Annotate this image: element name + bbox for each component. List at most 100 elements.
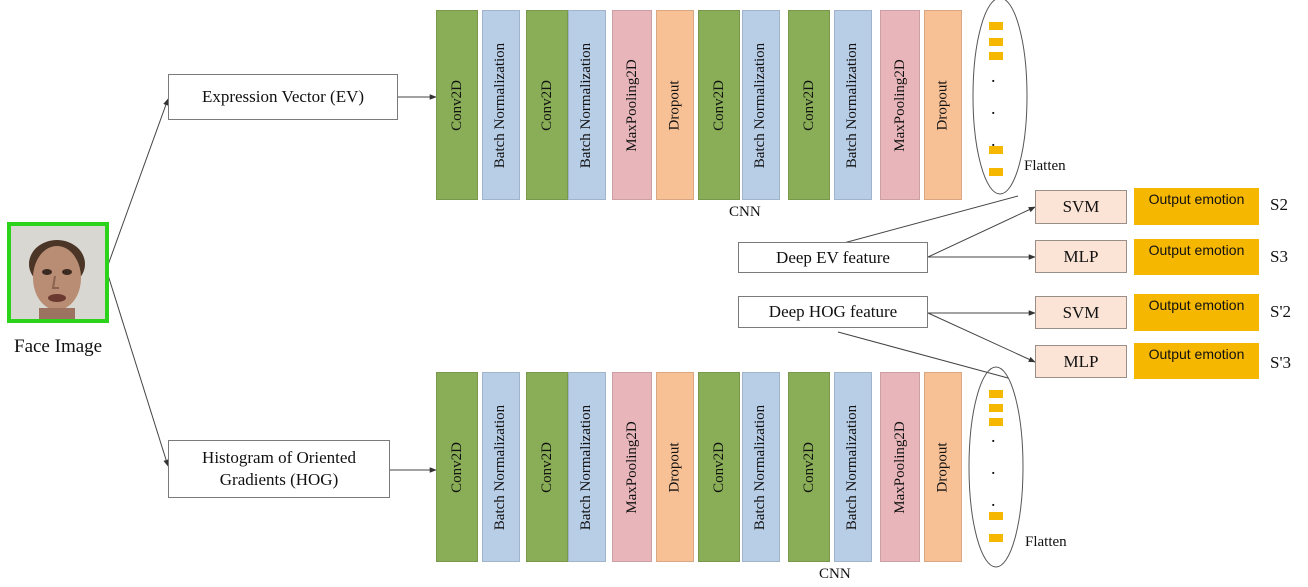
- arrow-ev-to-svm: [927, 206, 1036, 258]
- cnn-top-layer-batchnorm-3: Batch Normalization: [568, 10, 606, 200]
- arrow-hog-to-mlp: [927, 312, 1036, 363]
- cnn-top-layer-label-7: Batch Normalization: [752, 42, 769, 168]
- cnn-bottom-label: CNN: [819, 566, 851, 582]
- cnn-bottom-layer-label-1: Batch Normalization: [492, 404, 509, 530]
- cnn-bottom-layer-conv-2: Conv2D: [526, 372, 568, 562]
- cnn-top-layer-label-2: Conv2D: [538, 79, 555, 131]
- line-flatten-to-ev-feature: [839, 195, 1019, 245]
- ev-input-label: Expression Vector (EV): [201, 87, 365, 106]
- flatten-top-unit-2: [989, 52, 1003, 60]
- flatten-top-unit-0: [989, 22, 1003, 30]
- output-emotion-s3: Output emotion: [1134, 239, 1259, 275]
- flatten-top-label: Flatten: [1024, 158, 1066, 174]
- hog-input-box: Histogram of Oriented Gradients (HOG): [168, 440, 390, 498]
- classifier-mlp-ev-label: MLP: [1063, 246, 1099, 266]
- cnn-bottom-layer-label-5: Dropout: [666, 442, 683, 492]
- cnn-top-layer-label-3: Batch Normalization: [578, 42, 595, 168]
- flatten-top-unit-3: [989, 146, 1003, 154]
- flatten-top-unit-4: [989, 168, 1003, 176]
- cnn-top-layer-conv-0: Conv2D: [436, 10, 478, 200]
- arrow-face-to-ev: [107, 98, 169, 266]
- face-image-label: Face Image: [14, 336, 103, 357]
- flatten-ellipse-top: [972, 0, 1028, 195]
- flatten-ellipse-bottom: [968, 366, 1024, 568]
- flatten-bottom-unit-4: [989, 534, 1003, 542]
- cnn-bottom-layer-label-11: Dropout: [934, 442, 951, 492]
- cnn-bottom-layer-conv-6: Conv2D: [698, 372, 740, 562]
- cnn-bottom-layer-label-3: Batch Normalization: [578, 404, 595, 530]
- cnn-top-layer-dropout-11: Dropout: [924, 10, 962, 200]
- hog-input-label: Histogram of Oriented Gradients (HOG): [202, 448, 356, 489]
- line-flatten-to-hog-feature: [837, 331, 1009, 379]
- cnn-bottom-layer-label-8: Conv2D: [800, 441, 817, 493]
- cnn-top-layer-label-1: Batch Normalization: [492, 42, 509, 168]
- cnn-bottom-layer-label-0: Conv2D: [448, 441, 465, 493]
- cnn-bottom-layer-label-7: Batch Normalization: [752, 404, 769, 530]
- classifier-svm-hog: SVM: [1035, 296, 1127, 329]
- cnn-bottom-layer-dropout-11: Dropout: [924, 372, 962, 562]
- classifier-svm-ev: SVM: [1035, 190, 1127, 224]
- cnn-bottom-layer-label-9: Batch Normalization: [844, 404, 861, 530]
- cnn-top-layer-label-8: Conv2D: [800, 79, 817, 131]
- cnn-top-layer-conv-8: Conv2D: [788, 10, 830, 200]
- cnn-top-layer-maxpool-4: MaxPooling2D: [612, 10, 652, 200]
- output-emotion-s3-label: Output emotion: [1148, 242, 1245, 258]
- cnn-bottom-layer-batchnorm-9: Batch Normalization: [834, 372, 872, 562]
- scheme-s2-prime: S'2: [1270, 302, 1292, 321]
- cnn-top-layer-batchnorm-1: Batch Normalization: [482, 10, 520, 200]
- output-emotion-s2-prime: Output emotion: [1134, 294, 1259, 331]
- cnn-bottom-layer-label-2: Conv2D: [538, 441, 555, 493]
- cnn-top-layer-conv-2: Conv2D: [526, 10, 568, 200]
- cnn-top-layer-label-5: Dropout: [666, 80, 683, 130]
- cnn-top-layer-dropout-5: Dropout: [656, 10, 694, 200]
- flatten-dots-top: ...: [991, 66, 996, 150]
- cnn-top-layer-label-4: MaxPooling2D: [623, 58, 640, 152]
- output-emotion-s3-prime: Output emotion: [1134, 343, 1259, 379]
- output-emotion-s2: Output emotion: [1134, 188, 1259, 225]
- cnn-top-layer-label-9: Batch Normalization: [844, 42, 861, 168]
- scheme-s2: S2: [1270, 195, 1288, 214]
- output-emotion-s3-prime-label: Output emotion: [1148, 346, 1245, 362]
- cnn-bottom-layer-batchnorm-3: Batch Normalization: [568, 372, 606, 562]
- flatten-bottom-unit-2: [989, 418, 1003, 426]
- flatten-dots-bottom: ...: [991, 426, 996, 510]
- flatten-bottom-label: Flatten: [1025, 534, 1067, 550]
- cnn-top-layer-batchnorm-9: Batch Normalization: [834, 10, 872, 200]
- output-emotion-s2-prime-label: Output emotion: [1148, 297, 1245, 313]
- classifier-mlp-hog-label: MLP: [1063, 351, 1099, 371]
- cnn-bottom-layer-conv-0: Conv2D: [436, 372, 478, 562]
- scheme-s3-prime: S'3: [1270, 353, 1292, 372]
- cnn-bottom-layer-maxpool-10: MaxPooling2D: [880, 372, 920, 562]
- deep-ev-feature-box: Deep EV feature: [738, 242, 928, 273]
- scheme-s3: S3: [1270, 247, 1288, 266]
- cnn-bottom-layer-batchnorm-1: Batch Normalization: [482, 372, 520, 562]
- classifier-svm-hog-label: SVM: [1062, 302, 1100, 322]
- flatten-top-unit-1: [989, 38, 1003, 46]
- cnn-bottom-layer-conv-8: Conv2D: [788, 372, 830, 562]
- output-emotion-s2-label: Output emotion: [1148, 191, 1245, 207]
- cnn-top-label: CNN: [729, 204, 761, 220]
- classifier-svm-ev-label: SVM: [1062, 197, 1100, 216]
- cnn-bottom-layer-dropout-5: Dropout: [656, 372, 694, 562]
- deep-ev-feature-label: Deep EV feature: [776, 247, 890, 267]
- flatten-bottom-unit-1: [989, 404, 1003, 412]
- cnn-bottom-layer-maxpool-4: MaxPooling2D: [612, 372, 652, 562]
- ev-input-box: Expression Vector (EV): [168, 74, 398, 120]
- classifier-mlp-hog: MLP: [1035, 345, 1127, 378]
- cnn-bottom-layer-batchnorm-7: Batch Normalization: [742, 372, 780, 562]
- deep-hog-feature-label: Deep HOG feature: [768, 302, 898, 321]
- arrow-face-to-hog: [107, 274, 169, 467]
- cnn-bottom-layer-label-6: Conv2D: [710, 441, 727, 493]
- cnn-bottom-layer-label-4: MaxPooling2D: [623, 420, 640, 514]
- flatten-bottom-unit-0: [989, 390, 1003, 398]
- flatten-bottom-unit-3: [989, 512, 1003, 520]
- cnn-top-layer-batchnorm-7: Batch Normalization: [742, 10, 780, 200]
- deep-hog-feature-box: Deep HOG feature: [738, 296, 928, 328]
- cnn-top-layer-conv-6: Conv2D: [698, 10, 740, 200]
- cnn-top-layer-label-6: Conv2D: [710, 79, 727, 131]
- cnn-top-layer-maxpool-10: MaxPooling2D: [880, 10, 920, 200]
- cnn-top-layer-label-11: Dropout: [934, 80, 951, 130]
- cnn-top-layer-label-10: MaxPooling2D: [891, 58, 908, 152]
